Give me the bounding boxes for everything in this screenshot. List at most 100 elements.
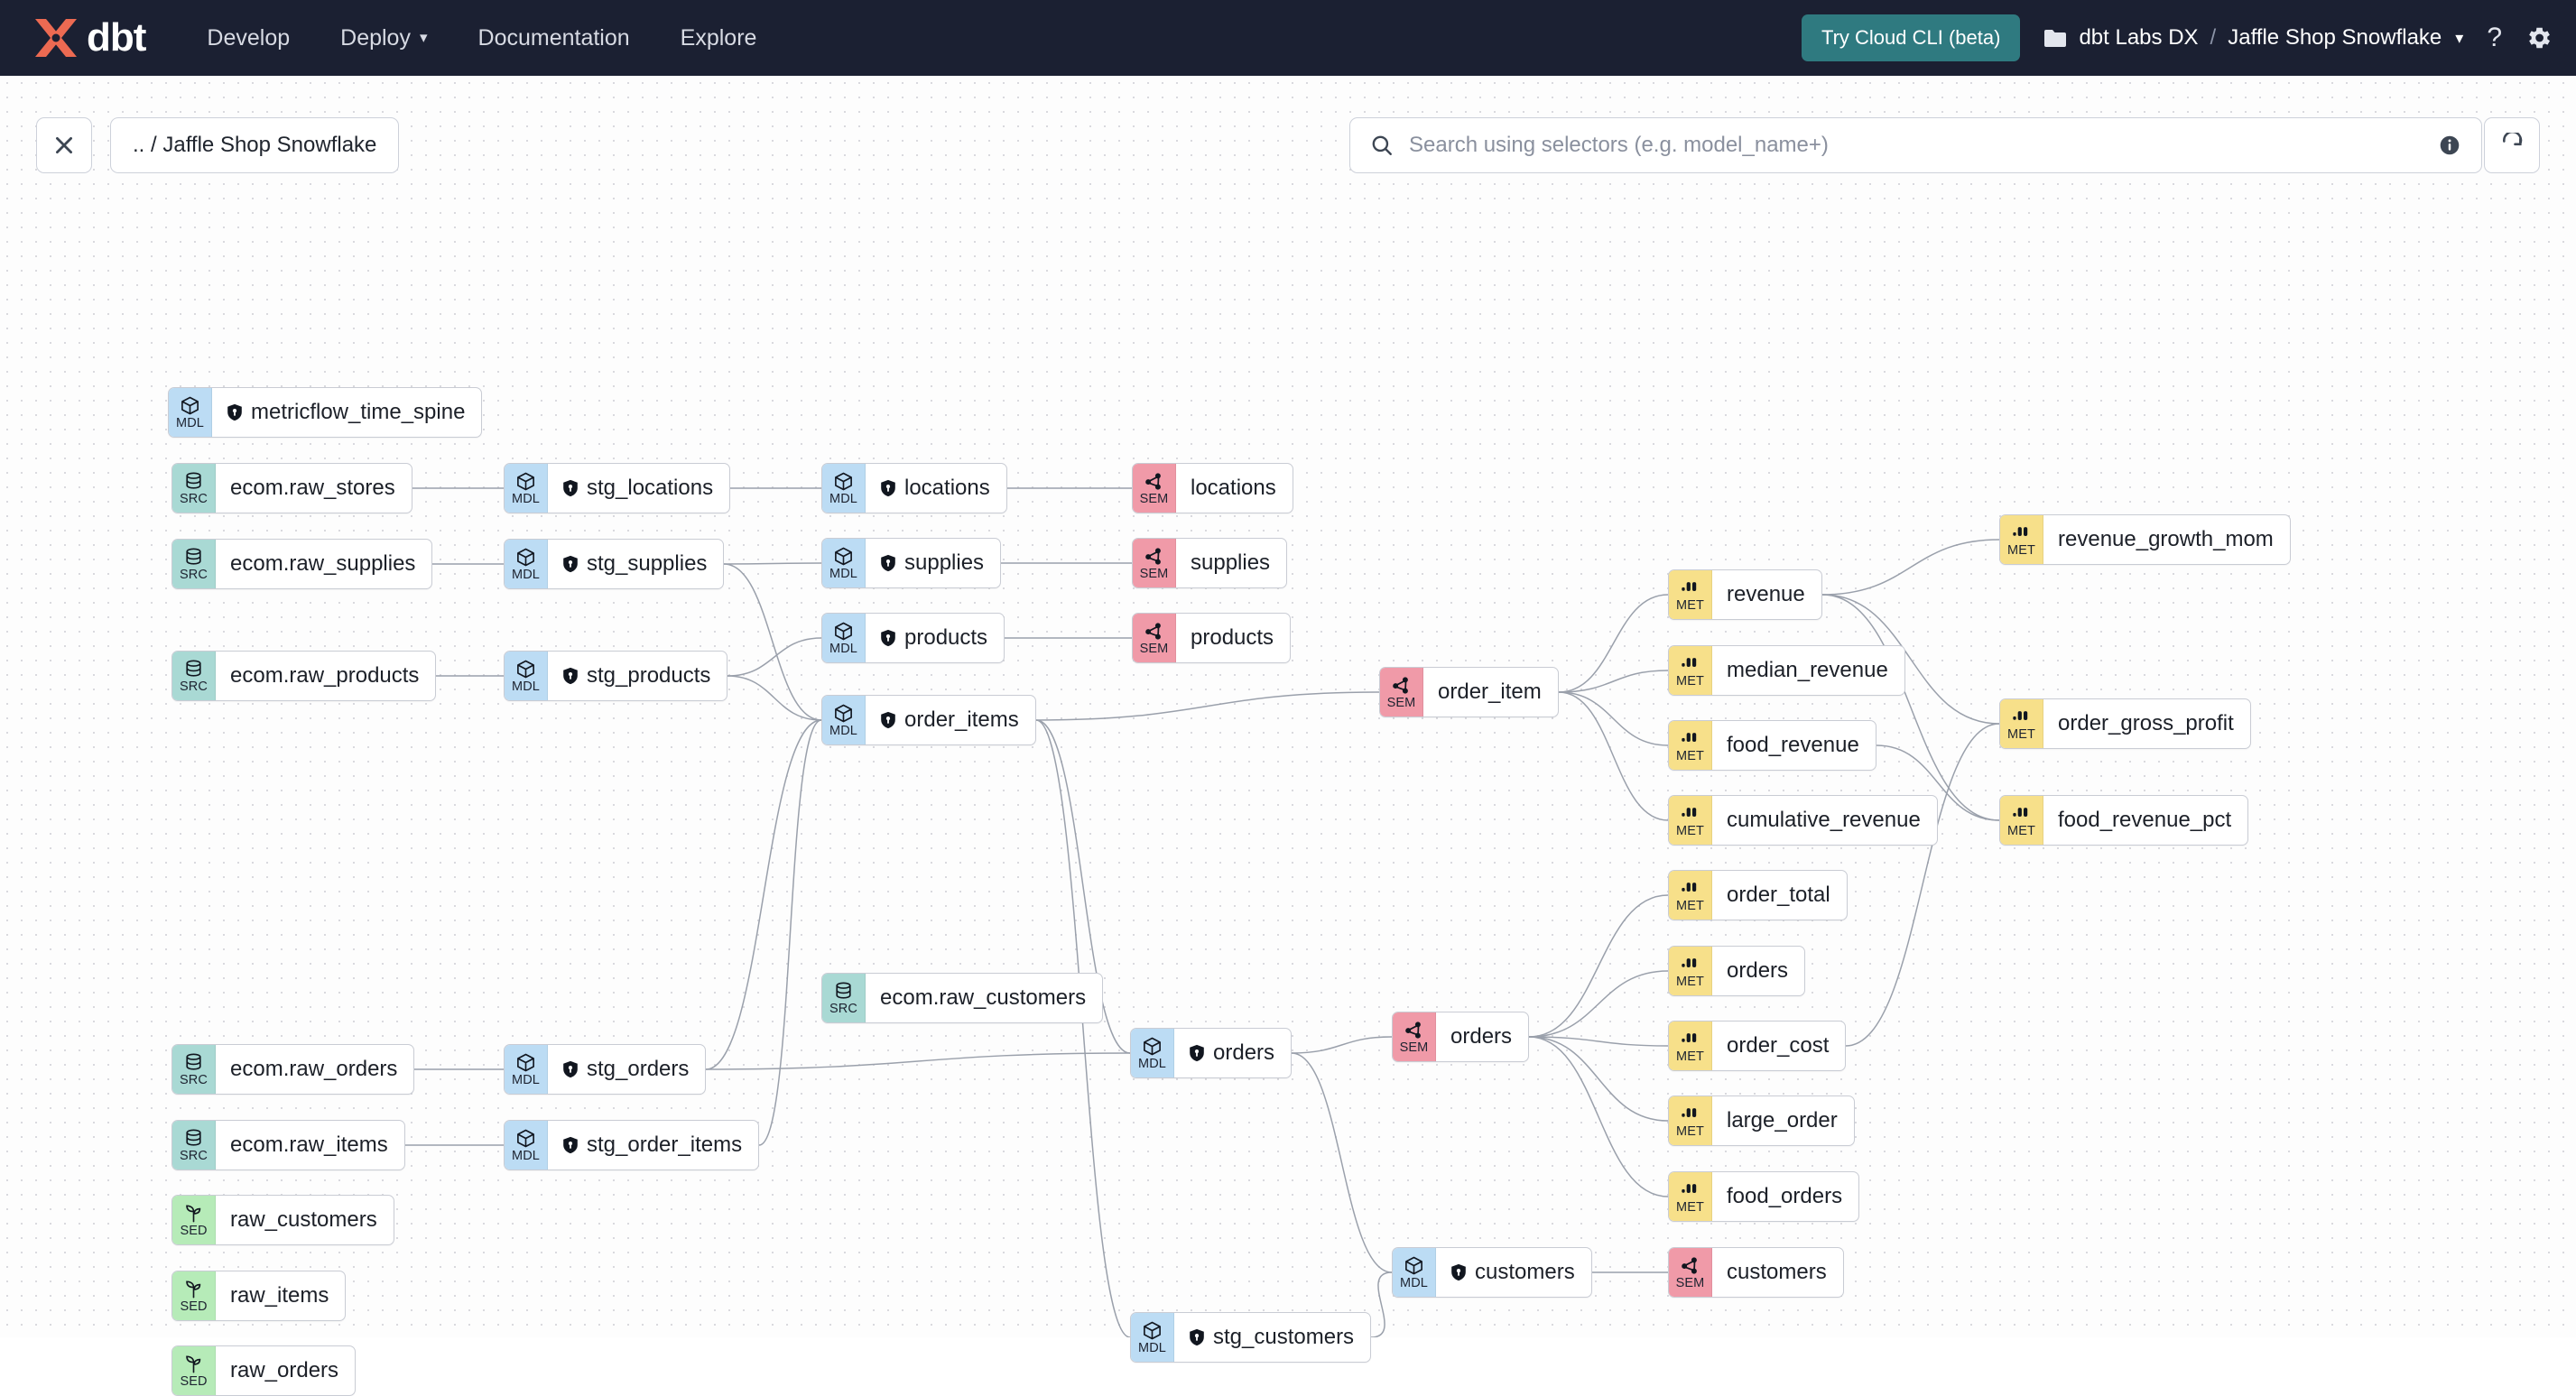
edge-orders_sem-to-orders_met [1528,970,1669,1038]
lineage-graph-canvas[interactable]: .. / Jaffle Shop Snowflake MDLmetricflow… [0,76,2576,1396]
node-label: customers [1727,1260,1827,1284]
database-icon: SRC [822,974,866,1022]
selector-search-bar[interactable] [1349,117,2482,173]
try-cloud-cli-button[interactable]: Try Cloud CLI (beta) [1801,14,2021,61]
node-type-label: SEM [1386,696,1416,710]
info-icon[interactable] [2438,134,2461,157]
nav-link-deploy-label: Deploy [340,24,411,51]
bar-chart-icon: MET [2000,796,2043,845]
search-input[interactable] [1409,133,2423,158]
edge-orders_sem-to-large_order [1528,1036,1669,1122]
nav-link-deploy[interactable]: Deploy ▾ [340,25,427,51]
node-type-label: MDL [512,1073,540,1087]
account-name[interactable]: dbt Labs DX [2079,25,2199,50]
node-label: raw_orders [230,1358,339,1382]
gear-icon[interactable] [2525,24,2553,51]
node-body: locations [1176,464,1293,513]
edge-order_cost-to-order_gross_profit [1845,723,2000,1047]
refresh-graph-button[interactable] [2484,117,2540,173]
node-label: median_revenue [1727,658,1888,682]
lineage-breadcrumb-chip[interactable]: .. / Jaffle Shop Snowflake [110,117,400,173]
edge-stg_orders-to-orders_mdl [705,1052,1131,1070]
node-body: orders [1436,1012,1528,1061]
node-type-label: MET [1676,1200,1704,1215]
nav-link-explore[interactable]: Explore [681,25,757,51]
nav-link-develop[interactable]: Develop [207,25,290,51]
cube-icon: MDL [505,1121,548,1169]
cube-icon: MDL [1131,1029,1174,1077]
node-type-label: MDL [829,724,857,738]
nav-link-documentation[interactable]: Documentation [478,25,630,51]
node-type-label: MDL [1138,1341,1166,1355]
node-body: orders [1712,947,1804,995]
node-body: food_revenue_pct [2043,796,2247,845]
node-body: supplies [1176,539,1286,587]
node-label: order_gross_profit [2058,711,2234,735]
search-icon [1372,135,1392,155]
project-name[interactable]: Jaffle Shop Snowflake [2228,25,2442,50]
help-question-mark-icon[interactable]: ? [2487,23,2502,52]
node-body: customers [1712,1248,1843,1297]
dbt-logo[interactable]: dbt [31,15,146,60]
close-lineage-button[interactable] [36,117,92,173]
node-body: ecom.raw_stores [216,464,412,513]
seedling-icon: SED [172,1271,216,1320]
cube-icon: MDL [505,540,548,588]
node-type-label: SRC [180,1073,208,1087]
node-body: raw_items [216,1271,345,1320]
project-chevron-down-icon[interactable]: ▾ [2455,28,2464,47]
node-label: locations [904,476,990,500]
node-label: ecom.raw_products [230,663,420,688]
node-body: raw_customers [216,1196,394,1244]
chevron-down-icon: ▾ [419,29,428,46]
edge-order_items_mdl-to-order_item_sem [1035,691,1380,721]
edge-stg_products-to-products_mdl [727,637,822,677]
node-body: metricflow_time_spine [212,388,481,437]
node-label: products [904,625,988,650]
top-navigation-bar: dbt Develop Deploy ▾ Documentation Explo… [0,0,2576,76]
bar-chart-icon: MET [1669,871,1712,920]
edge-stg_orders-to-order_items_mdl [705,719,822,1070]
node-type-label: MDL [512,492,540,506]
